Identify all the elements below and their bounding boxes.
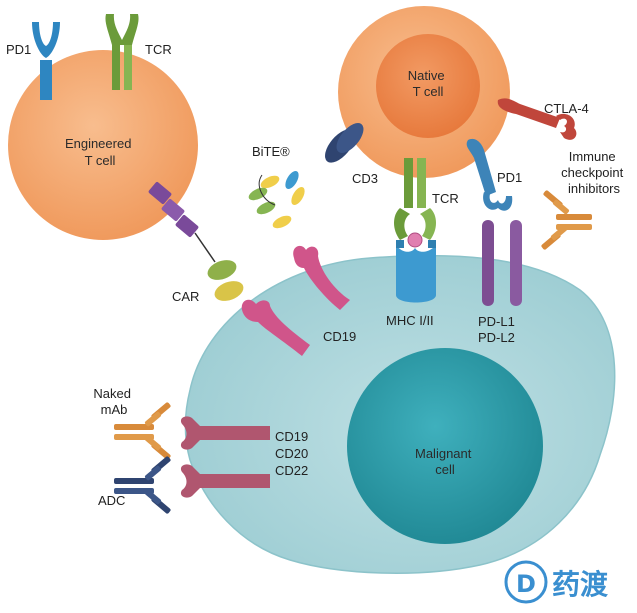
malignant-cell-nucleus <box>347 348 543 544</box>
pd1-receptor-engineered <box>32 22 60 100</box>
cd-target-receptors <box>180 416 270 498</box>
tcr-receptor-engineered <box>105 14 139 90</box>
naked-mab-antibody-icon <box>114 402 171 460</box>
naked-mab-label: Naked mAb <box>93 386 134 417</box>
bite-label: BiTE® <box>252 144 290 159</box>
pd1-native-label: PD1 <box>497 170 522 185</box>
checkpoint-inhibitor-antibody-icon <box>541 190 592 250</box>
pdl-label: PD-L1 PD-L2 <box>478 314 518 345</box>
bite-molecule <box>248 170 305 229</box>
cd19-target-bite <box>293 245 350 310</box>
cd19-target-car <box>241 299 310 356</box>
ctla4-receptor <box>497 98 577 140</box>
cd-targets-label: CD19 CD20 CD22 <box>275 429 312 478</box>
ctla4-label: CTLA-4 <box>544 101 589 116</box>
watermark-logo: D 药渡 <box>504 560 609 604</box>
car-label: CAR <box>172 289 199 304</box>
cd3-complex <box>325 123 364 163</box>
mhc-molecule <box>396 240 436 303</box>
engineered-t-cell-label: Engineered T cell <box>65 136 135 168</box>
adc-label: ADC <box>98 493 125 508</box>
tcr-left-label: TCR <box>145 42 172 57</box>
car-receptor <box>148 182 244 301</box>
pd1-receptor-native <box>466 138 513 211</box>
adc-antibody-icon <box>114 456 171 514</box>
pd1-left-label: PD1 <box>6 42 31 57</box>
tcr-receptor-native <box>394 158 436 248</box>
cd3-label: CD3 <box>352 171 378 186</box>
tcr-native-label: TCR <box>432 191 459 206</box>
mhc-label: MHC I/II <box>386 313 434 328</box>
svg-text:D: D <box>516 570 536 598</box>
native-t-cell-label: Native T cell <box>408 68 448 99</box>
malignant-cell-label: Malignant cell <box>415 446 475 477</box>
pdl-ligands <box>482 220 522 306</box>
cd19-label-main: CD19 <box>323 329 356 344</box>
native-t-cell-nucleus <box>376 34 480 138</box>
immune-checkpoint-label: Immune checkpoint inhibitors <box>561 149 627 196</box>
watermark-text: 药渡 <box>552 568 609 601</box>
